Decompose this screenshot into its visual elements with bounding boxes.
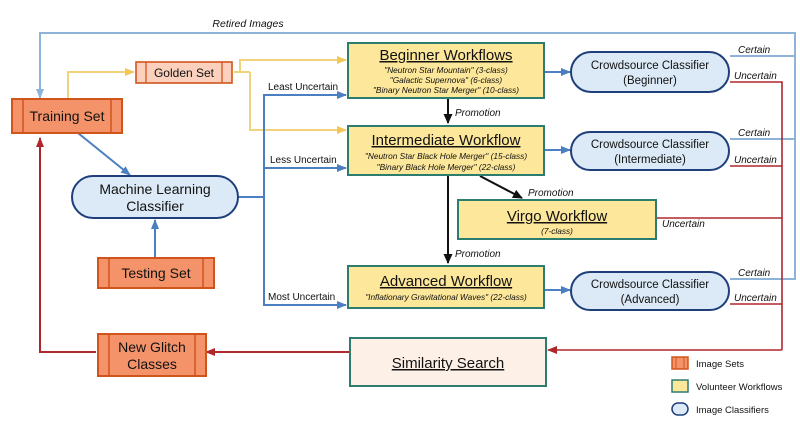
legend-image-sets: Image Sets [671,356,744,370]
crowdsource-advanced-node: Crowdsource Classifier (Advanced) [570,271,730,311]
uncertain-label-1: Uncertain [734,71,777,82]
crowdsource-beginner-node: Crowdsource Classifier (Beginner) [570,51,730,93]
legend: Image Sets Volunteer Workflows Image Cla… [671,356,783,416]
most-uncertain-label: Most Uncertain [268,292,335,303]
promotion-edges [443,99,523,264]
virgo-line-1: (7-class) [541,226,573,236]
intermediate-line-1: "Neutron Star Black Hole Merger" (15-cla… [365,151,527,161]
training-to-ml-edge [77,132,131,176]
certain-label-1: Certain [738,45,771,56]
intermediate-title: Intermediate Workflow [372,132,521,149]
crowdsource-advanced-line1: Crowdsource Classifier [591,279,709,291]
new-glitch-label-line1: New Glitch [118,339,186,355]
training-to-golden-edge [67,68,135,98]
crowdsource-advanced-line2: (Advanced) [621,294,680,306]
promotion-label-1: Promotion [455,108,501,119]
crowdsource-intermediate-line1: Crowdsource Classifier [591,139,709,151]
certain-label-2: Certain [738,128,771,139]
promotion-label-3: Promotion [455,249,501,260]
advanced-line-1: "Inflationary Gravitational Waves" (22-c… [365,292,527,302]
legend-image-classifiers: Image Classifiers [671,402,769,416]
golden-to-workflows-edge [234,56,347,134]
intermediate-line-2: "Binary Black Hole Merger" (22-class) [377,162,516,172]
legend-image-classifiers-label: Image Classifiers [696,405,769,416]
testing-set-node: Testing Set [97,257,215,289]
legend-image-sets-label: Image Sets [696,359,744,370]
workflow-to-crowdsource-edges [545,68,571,294]
crowdsource-beginner-line2: (Beginner) [623,75,677,87]
advanced-workflow-node: Advanced Workflow "Inflationary Gravitat… [347,265,545,309]
golden-set-node: Golden Set [135,61,233,84]
golden-set-label: Golden Set [154,66,215,80]
retired-images-label: Retired Images [212,18,284,30]
virgo-workflow-node: Virgo Workflow (7-class) [457,199,657,240]
new-glitch-classes-node: New Glitch Classes [97,333,207,377]
beginner-title: Beginner Workflows [379,47,512,64]
advanced-title: Advanced Workflow [380,273,512,290]
similarity-search-node: Similarity Search [349,337,547,387]
crowdsource-beginner-line1: Crowdsource Classifier [591,60,709,72]
uncertain-edges [547,81,783,354]
uncertain-label-3: Uncertain [734,293,777,304]
virgo-title: Virgo Workflow [507,208,607,225]
less-uncertain-label: Less Uncertain [270,155,337,166]
testing-set-label: Testing Set [121,265,190,281]
least-uncertain-label: Least Uncertain [268,82,338,93]
uncertain-label-2: Uncertain [734,155,777,166]
ml-classifier-node: Machine Learning Classifier [71,175,239,219]
legend-volunteer-workflows-label: Volunteer Workflows [696,382,783,393]
newglitch-to-training-edge [36,137,96,353]
training-set-node: Training Set [11,98,123,134]
crowdsource-intermediate-node: Crowdsource Classifier (Intermediate) [570,131,730,171]
ml-classifier-line2: Classifier [126,198,184,214]
crowdsource-intermediate-line2: (Intermediate) [614,154,686,166]
legend-volunteer-workflows: Volunteer Workflows [671,379,783,393]
similarity-search-label: Similarity Search [392,355,505,372]
certain-edges [730,55,796,280]
uncertain-label-virgo: Uncertain [662,219,705,230]
beginner-line-3: "Binary Neutron Star Merger" (10-class) [373,85,519,95]
intermediate-workflow-node: Intermediate Workflow "Neutron Star Blac… [347,125,545,176]
beginner-workflows-node: Beginner Workflows "Neutron Star Mountai… [347,42,545,99]
promotion-label-2: Promotion [528,188,574,199]
ml-to-workflows-edge [238,91,347,309]
ml-classifier-line1: Machine Learning [99,181,210,197]
certain-label-3: Certain [738,268,771,279]
new-glitch-label-line2: Classes [127,356,177,372]
beginner-line-1: "Neutron Star Mountain" (3-class) [384,65,508,75]
beginner-line-2: "Galactic Supernova" (6-class) [390,75,503,85]
training-set-label: Training Set [30,108,105,124]
